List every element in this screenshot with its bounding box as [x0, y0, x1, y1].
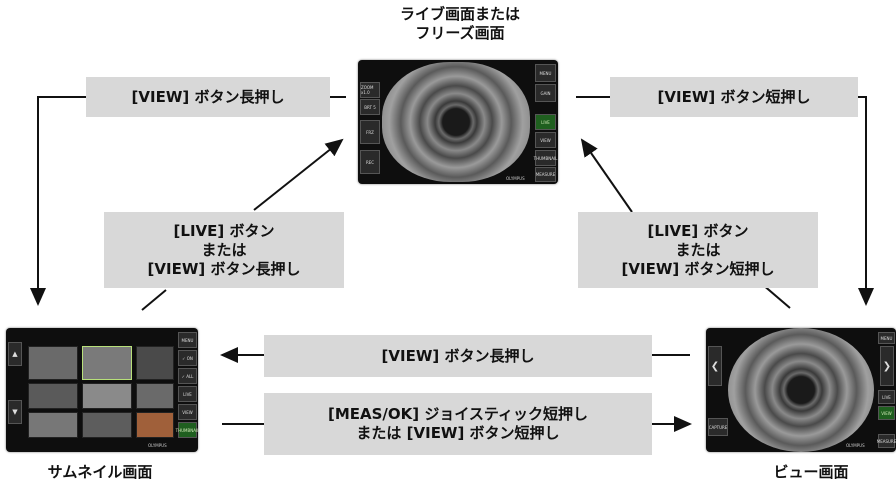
label-text: [VIEW] ボタン短押し [657, 87, 811, 106]
view-scope-image [728, 328, 874, 452]
thumbnail-menu-button[interactable]: MENU [178, 332, 197, 348]
live-view-button[interactable]: VIEW [535, 132, 556, 148]
live-screen: ZOOM x1.0 BRT 5 FRZ REC MENU GAIN LIVE V… [358, 60, 558, 184]
live-menu-button[interactable]: MENU [535, 64, 556, 82]
label-live-or-view-short-press: [LIVE] ボタン または [VIEW] ボタン短押し [578, 212, 818, 288]
live-live-button[interactable]: LIVE [535, 114, 556, 130]
thumbnail-item[interactable] [28, 346, 78, 380]
thumbnail-screen: ▲ ▼ MENU ✓ ON ✓ ALL LIVE VIEW THUMBNAIL … [6, 328, 198, 452]
label-meas-ok-or-view-short-press: [MEAS/OK] ジョイスティック短押し または [VIEW] ボタン短押し [264, 393, 652, 455]
label-live-or-view-long-press: [LIVE] ボタン または [VIEW] ボタン長押し [104, 212, 344, 288]
caption-live-line2: フリーズ画面 [415, 24, 505, 42]
label-text: [VIEW] ボタン長押し [131, 87, 285, 106]
arrow-thumbnail-to-live-upper [253, 138, 344, 211]
thumbnail-item[interactable] [82, 412, 132, 438]
view-screen: ❮ CAPTURE ❯ MENU LIVE VIEW MEASURE OLYMP… [706, 328, 896, 452]
arrow-view-to-live-lower [761, 283, 791, 309]
thumbnail-live-button[interactable]: LIVE [178, 386, 197, 402]
label-line: [VIEW] ボタン長押し [147, 259, 301, 278]
label-view-short-press-top: [VIEW] ボタン短押し [610, 77, 858, 117]
thumbnail-item[interactable] [136, 383, 174, 409]
view-brand: OLYMPUS [846, 443, 865, 448]
arrow-live-to-view [858, 96, 874, 306]
thumbnail-thumbnail-button[interactable]: THUMBNAIL [176, 422, 198, 438]
live-scope-image [382, 62, 530, 182]
thumbnail-check-all-button[interactable]: ✓ ALL [178, 368, 197, 384]
arrow-view-to-live-upper [580, 138, 633, 213]
thumbnail-up-arrow[interactable]: ▲ [8, 342, 22, 366]
view-capture-button[interactable]: CAPTURE [708, 418, 728, 436]
label-line: または [675, 240, 721, 259]
thumbnail-check-on-button[interactable]: ✓ ON [178, 350, 197, 366]
thumbnail-item[interactable] [28, 412, 78, 438]
arrow-live-to-thumbnail [30, 96, 86, 306]
label-view-long-press-top: [VIEW] ボタン長押し [86, 77, 330, 117]
label-line: [LIVE] ボタン [647, 221, 749, 240]
thumbnail-item[interactable] [28, 383, 78, 409]
caption-view-screen: ビュー画面 [773, 463, 849, 481]
view-measure-button[interactable]: MEASURE [877, 434, 896, 448]
live-thumbnail-button[interactable]: THUMBNAIL [534, 150, 557, 166]
view-menu-button[interactable]: MENU [878, 332, 895, 344]
caption-live-screen: ライブ画面または フリーズ画面 [376, 5, 544, 43]
live-frz-button[interactable]: FRZ [360, 120, 380, 144]
thumbnail-brand: OLYMPUS [148, 443, 167, 448]
caption-thumbnail-screen: サムネイル画面 [47, 463, 153, 481]
live-zoom-button[interactable]: ZOOM x1.0 [360, 82, 380, 98]
arrow-thumbnail-to-live-lower [141, 289, 167, 311]
live-measure-button[interactable]: MEASURE [535, 167, 556, 182]
live-brand: OLYMPUS [506, 176, 525, 181]
label-line: または [201, 240, 247, 259]
thumbnail-item[interactable] [136, 346, 174, 380]
label-line: [VIEW] ボタン短押し [621, 259, 775, 278]
view-view-button[interactable]: VIEW [878, 406, 895, 420]
label-text: [VIEW] ボタン長押し [381, 346, 535, 365]
label-line: [MEAS/OK] ジョイスティック短押し [327, 405, 589, 423]
caption-live-line1: ライブ画面または [399, 5, 520, 23]
view-prev-arrow[interactable]: ❮ [708, 346, 722, 386]
label-line: または [VIEW] ボタン短押し [356, 424, 560, 442]
thumbnail-view-button[interactable]: VIEW [178, 404, 197, 420]
live-gain-button[interactable]: GAIN [535, 84, 556, 102]
live-rec-button[interactable]: REC [360, 150, 380, 174]
view-next-arrow[interactable]: ❯ [880, 346, 894, 386]
label-view-long-press-center: [VIEW] ボタン長押し [264, 335, 652, 377]
thumbnail-down-arrow[interactable]: ▼ [8, 400, 22, 424]
label-line: [LIVE] ボタン [173, 221, 275, 240]
thumbnail-item[interactable] [136, 412, 174, 438]
thumbnail-item[interactable] [82, 383, 132, 409]
live-brt-button[interactable]: BRT 5 [360, 99, 380, 115]
view-live-button[interactable]: LIVE [878, 390, 895, 404]
thumbnail-item[interactable] [82, 346, 132, 380]
